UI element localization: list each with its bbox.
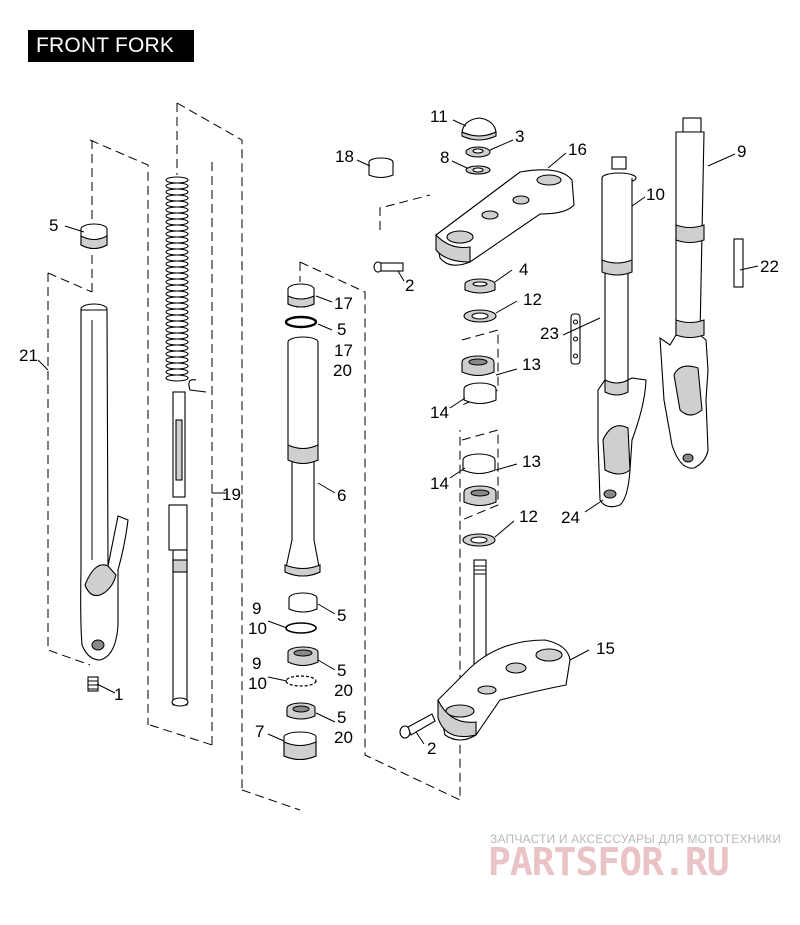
bearing-upper [461, 355, 495, 377]
callout-23: 23 [540, 324, 559, 343]
callout-20: 20 [334, 728, 353, 747]
callout-16: 16 [568, 140, 587, 159]
oil-seal [287, 646, 319, 667]
callout-20: 20 [334, 681, 353, 700]
fork-tube [284, 336, 321, 577]
spacer-washer [285, 622, 317, 634]
lower-bushing [288, 592, 318, 613]
callout-9: 9 [252, 599, 261, 618]
callout-9: 9 [252, 654, 261, 673]
mounting-bracket [570, 313, 581, 365]
callout-7: 7 [255, 722, 264, 741]
callout-9: 9 [737, 142, 746, 161]
callout-21: 21 [19, 346, 38, 365]
callout-5: 5 [337, 320, 346, 339]
callout-2: 2 [405, 276, 414, 295]
cap-bolt [287, 283, 315, 308]
callout-5: 5 [337, 708, 346, 727]
reflector-strip [733, 238, 744, 288]
bearing-race-upper [463, 382, 497, 405]
callout-1: 1 [114, 685, 123, 704]
callout-20: 20 [333, 361, 352, 380]
stem-cap [461, 117, 497, 141]
callout-17: 17 [334, 294, 353, 313]
callout-10: 10 [646, 185, 665, 204]
assembly-outline-fork-tube [241, 261, 461, 811]
lower-triple-clamp [437, 559, 571, 741]
drain-screw [87, 676, 99, 692]
fork-assembly-far-right [659, 117, 709, 469]
retaining-ring [285, 675, 317, 687]
callout-12: 12 [523, 290, 542, 309]
callout-10: 10 [248, 674, 267, 693]
spring-coil [165, 374, 189, 382]
lower-slider [80, 303, 129, 661]
slider-bushing-large [283, 731, 317, 761]
pinch-bolt-upper [373, 261, 404, 273]
callout-10: 10 [248, 619, 267, 638]
stem-nut [465, 146, 491, 158]
callout-15: 15 [596, 639, 615, 658]
callout-5: 5 [337, 606, 346, 625]
bearing-race-lower [462, 453, 496, 475]
leader-lines [37, 119, 759, 745]
top-cap-18 [368, 157, 394, 179]
callout-2: 2 [427, 739, 436, 758]
callout-8: 8 [440, 148, 449, 167]
callout-3: 3 [515, 127, 524, 146]
dust-seal [286, 702, 316, 720]
dust-shield-lower [462, 533, 496, 547]
callout-labels: 5 21 1 19 17 5 17 20 6 9 10 5 9 10 5 20 … [19, 107, 779, 758]
dust-shield-upper [463, 309, 497, 323]
upper-triple-clamp [435, 169, 575, 266]
callout-19: 19 [222, 485, 241, 504]
adjusting-nut [464, 278, 496, 294]
lock-washer [465, 165, 491, 175]
callout-4: 4 [519, 260, 528, 279]
o-ring [284, 315, 318, 329]
watermark-tagline: ЗАПЧАСТИ И АКСЕССУАРЫ ДЛЯ МОТОТЕХНИКИ [490, 832, 782, 846]
callout-13: 13 [522, 452, 541, 471]
callout-11: 11 [430, 107, 448, 126]
fork-tube-assembly-right [597, 156, 647, 508]
callout-5: 5 [49, 216, 58, 235]
damper-rod [168, 379, 207, 707]
fork-spring [165, 176, 189, 382]
callout-14: 14 [430, 403, 449, 422]
callout-17: 17 [334, 341, 353, 360]
callout-12: 12 [519, 507, 538, 526]
callout-18: 18 [335, 147, 354, 166]
callout-24: 24 [561, 508, 580, 527]
callout-6: 6 [337, 486, 346, 505]
watermark-logo: PARTSFOR.RU [488, 840, 730, 884]
page-title: FRONT FORK [28, 30, 194, 62]
assembly-outline-slider [47, 139, 149, 725]
callout-14: 14 [430, 474, 449, 493]
assembly-outline-damper [149, 102, 243, 790]
pinch-bolt-lower [399, 713, 436, 739]
callout-13: 13 [522, 355, 541, 374]
callout-22: 22 [760, 257, 779, 276]
bearing-lower [463, 485, 497, 507]
callout-5: 5 [337, 661, 346, 680]
bushing [80, 223, 108, 250]
